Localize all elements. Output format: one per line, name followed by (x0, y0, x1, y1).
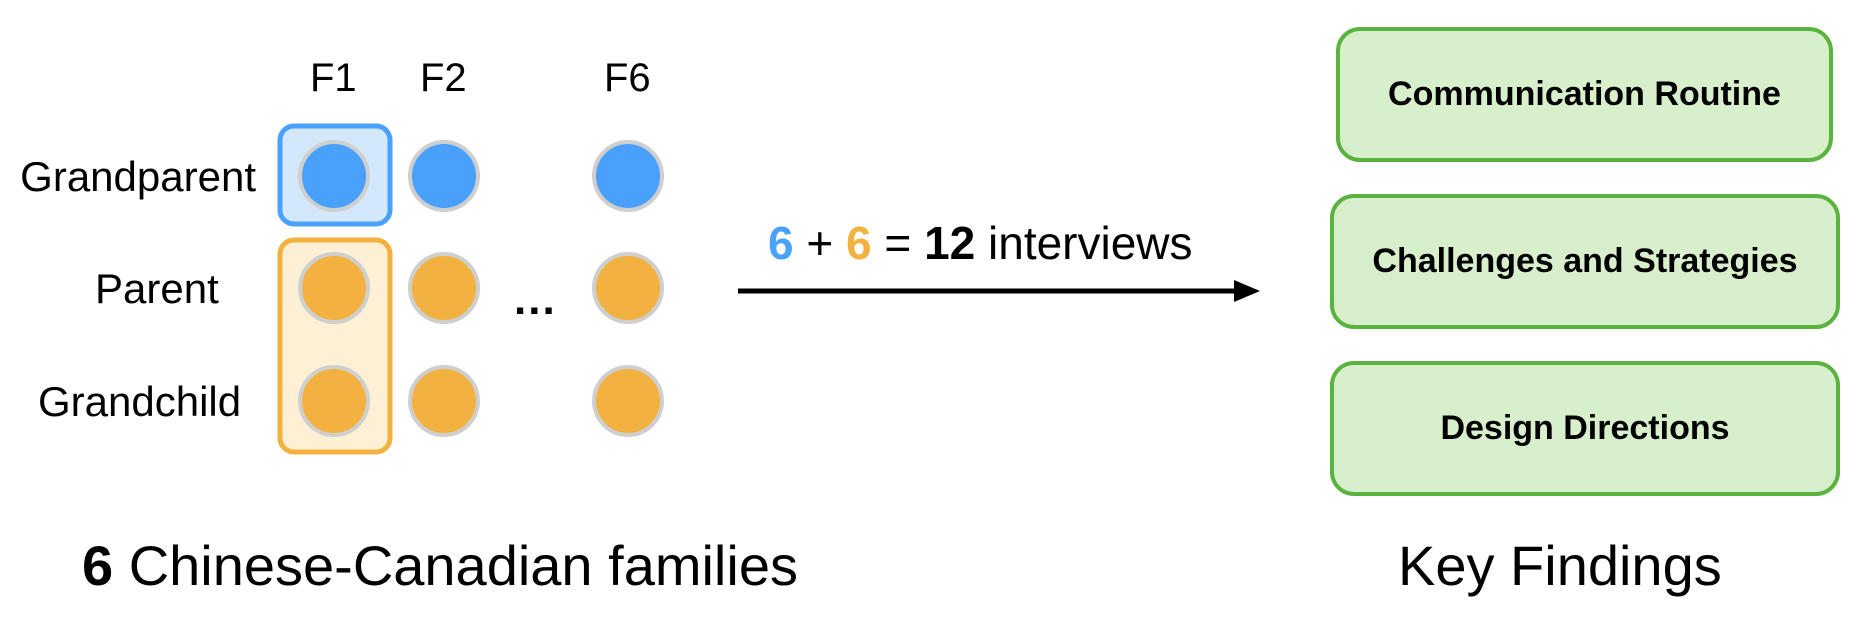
dot-f1-grandparent (298, 140, 370, 212)
row-label-parent: Parent (95, 265, 219, 312)
dot-f2-grandparent (408, 140, 480, 212)
row-label-grandparent: Grandparent (20, 153, 256, 200)
total-interview-count: 12 (924, 217, 976, 269)
dot-f1-grandchild (298, 365, 370, 437)
younger-interview-count: 6 (846, 217, 872, 269)
families-count: 6 (82, 534, 114, 597)
dot-f2-parent (408, 252, 480, 324)
finding-challenges-and-strategies: Challenges and Strategies (1330, 194, 1840, 329)
column-label-f6: F6 (604, 56, 651, 100)
families-caption-text: Chinese-Canadian families (128, 534, 798, 597)
dot-f6-grandparent (592, 140, 664, 212)
dot-f1-parent (298, 252, 370, 324)
interview-equation: 6 + 6 = 12 interviews (768, 220, 1193, 266)
ellipsis-more-families: ... (514, 275, 557, 324)
families-caption: 6 Chinese-Canadian families (82, 538, 798, 594)
equals-sign: = (884, 217, 912, 269)
interviews-unit: interviews (988, 217, 1193, 269)
key-findings-caption: Key Findings (1398, 534, 1722, 597)
finding-design-directions: Design Directions (1330, 361, 1840, 496)
column-label-f1: F1 (310, 56, 357, 100)
dot-f6-grandchild (592, 365, 664, 437)
arrow-head (1234, 280, 1260, 302)
column-label-f2: F2 (420, 56, 467, 100)
grandparent-interview-count: 6 (768, 217, 794, 269)
row-label-grandchild: Grandchild (38, 378, 242, 425)
dot-f2-grandchild (408, 365, 480, 437)
finding-communication-routine: Communication Routine (1336, 27, 1833, 162)
plus-sign: + (806, 217, 834, 269)
dot-f6-parent (592, 252, 664, 324)
